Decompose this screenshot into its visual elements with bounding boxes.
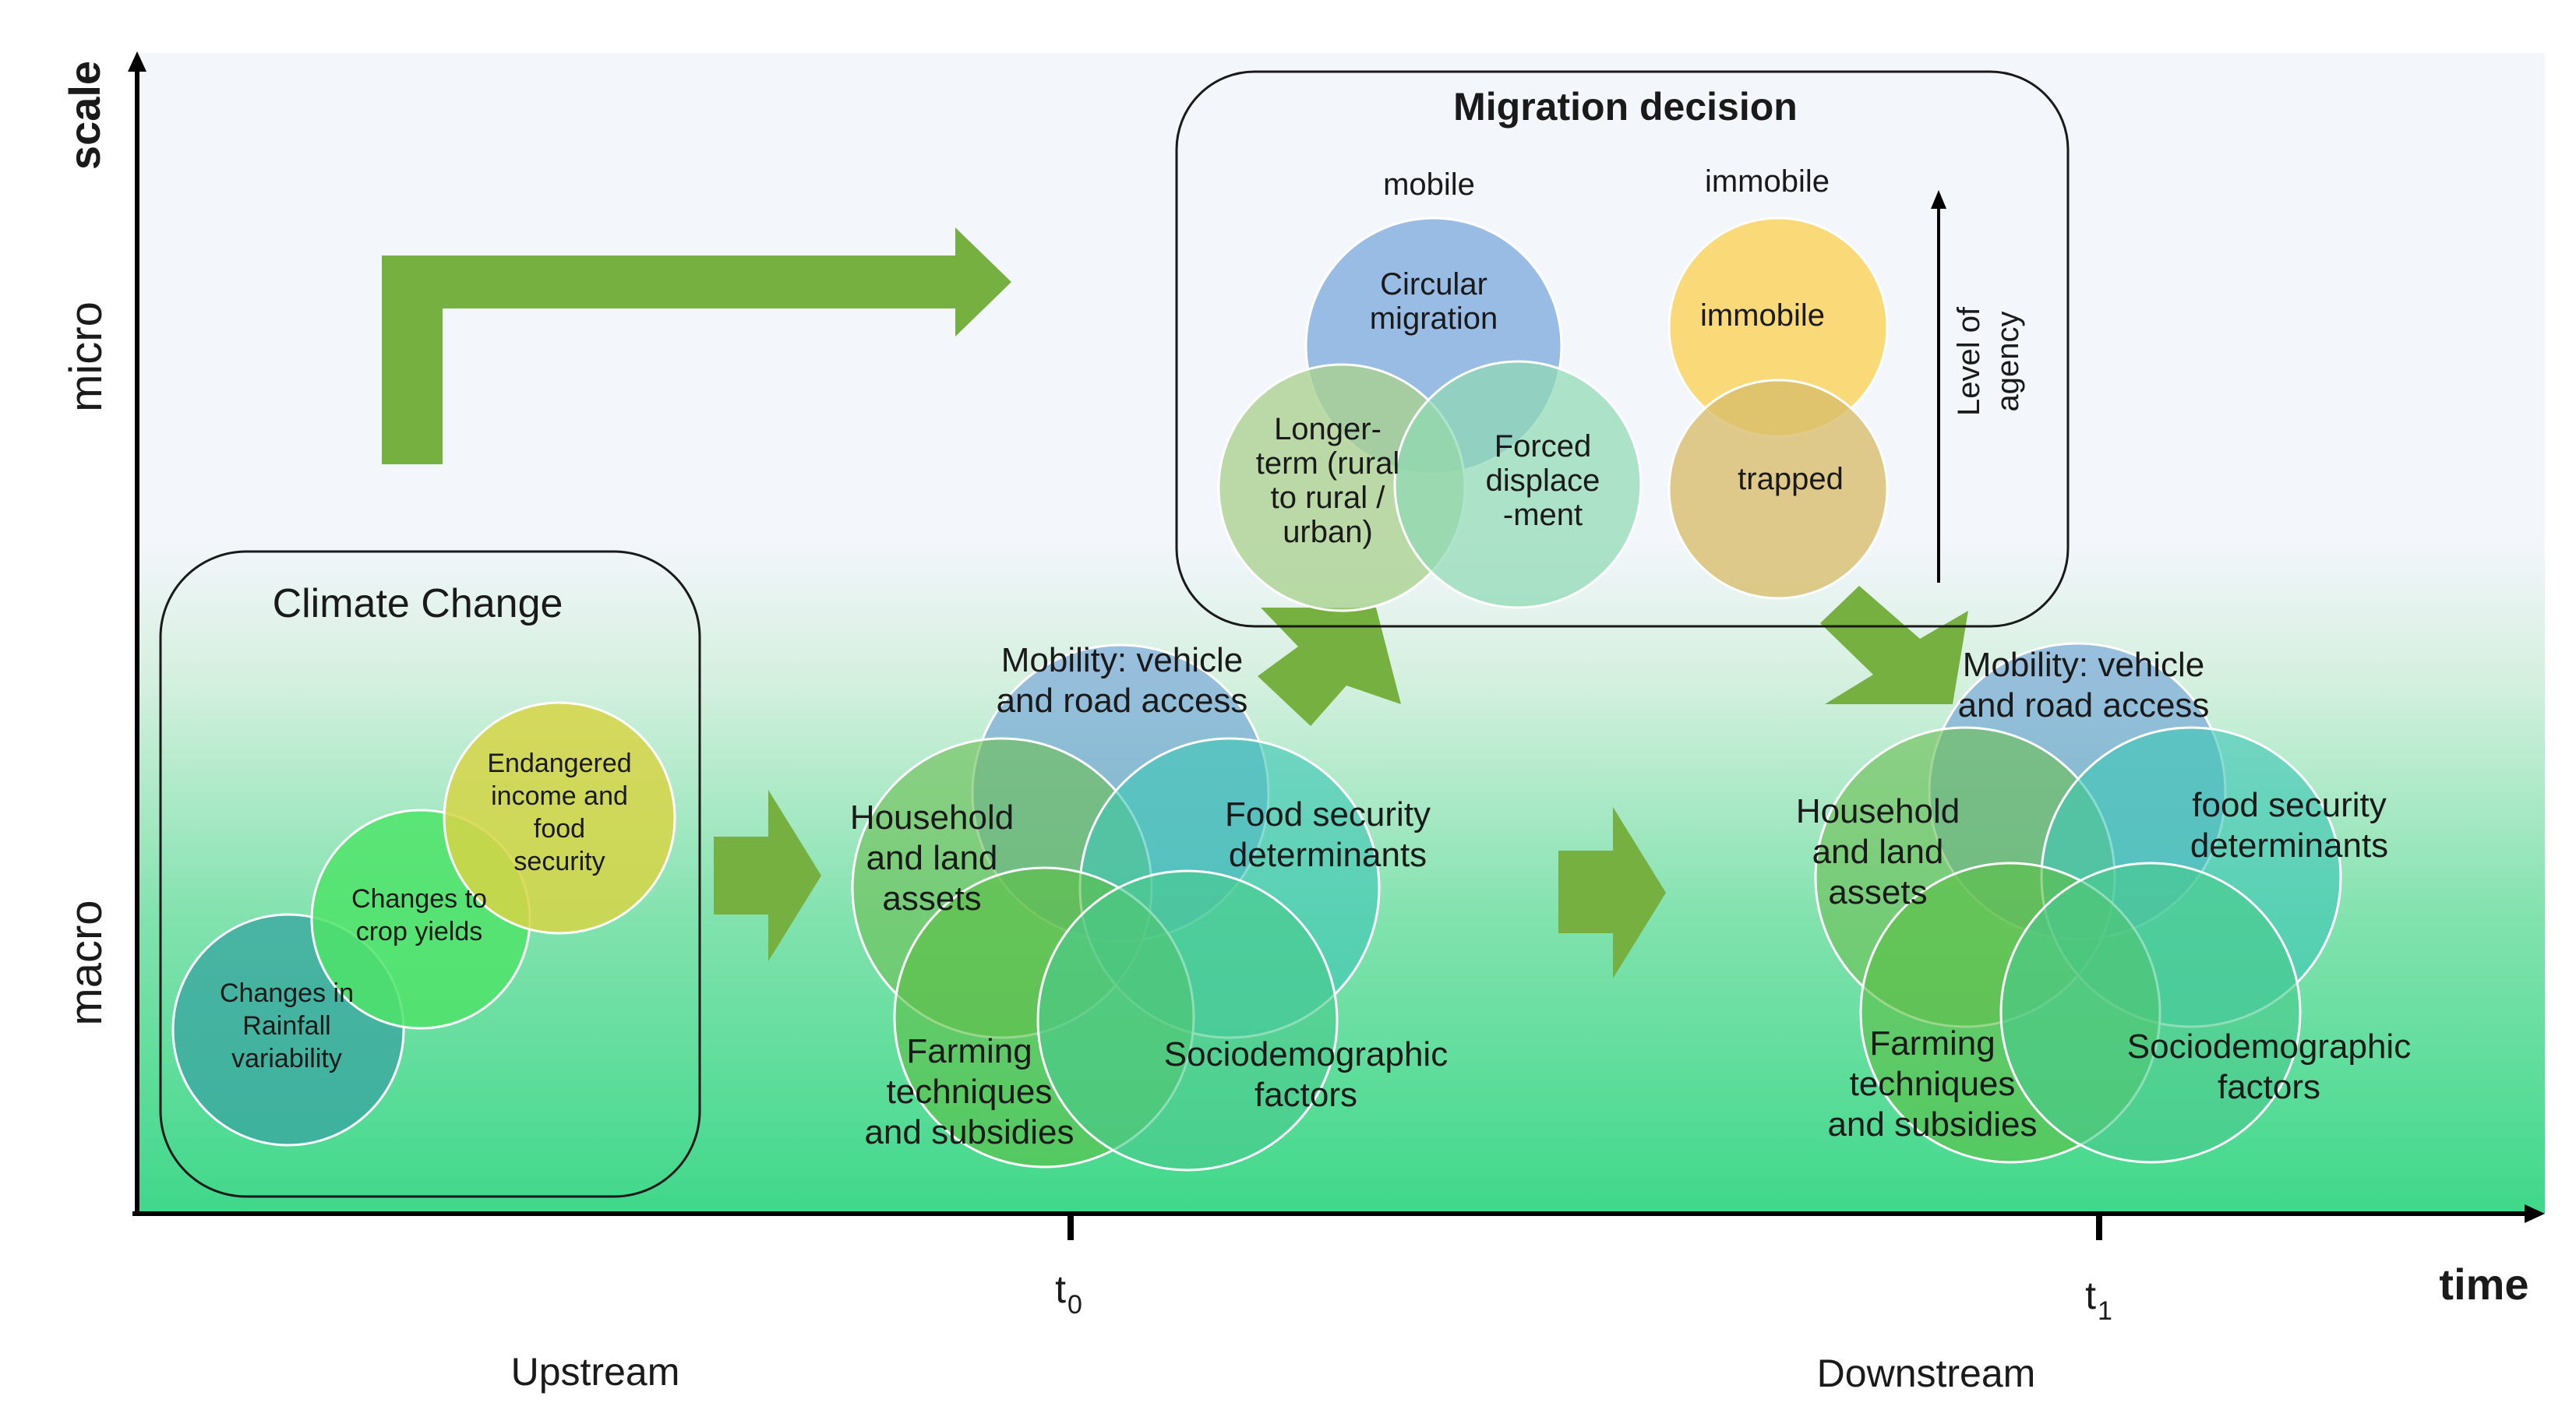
svg-text:Level of: Level of bbox=[1952, 306, 1986, 416]
y-axis-arrowhead bbox=[128, 51, 146, 72]
phase-downstream: Downstream bbox=[1817, 1352, 2036, 1395]
svg-text:0: 0 bbox=[1067, 1290, 1082, 1320]
svg-text:t: t bbox=[2085, 1274, 2096, 1317]
agency-label: Level of agency bbox=[1952, 306, 2025, 416]
immobile-circles: immobile trapped bbox=[1667, 217, 1889, 600]
immobile-label-1: immobile bbox=[1700, 298, 1825, 333]
climate-change-title: Climate Change bbox=[273, 581, 563, 626]
t0-circle-5 bbox=[1036, 869, 1339, 1172]
arrow-climate-to-t0 bbox=[714, 790, 821, 961]
immobile-label: immobile bbox=[1705, 164, 1830, 199]
mobile-label: mobile bbox=[1383, 167, 1475, 202]
arrow-t0-to-t1 bbox=[1558, 807, 1666, 978]
climate-circle-3 bbox=[443, 701, 676, 935]
migration-title: Migration decision bbox=[1453, 85, 1798, 129]
arrow-migration-to-t1 bbox=[1820, 586, 1968, 704]
tick-label-t1: t 1 bbox=[2085, 1274, 2112, 1326]
immobile-circle-2 bbox=[1667, 379, 1889, 600]
t1-circle-5 bbox=[1999, 862, 2302, 1164]
svg-text:t: t bbox=[1055, 1267, 1066, 1311]
arrow-t0-to-migration bbox=[1258, 608, 1401, 726]
y-axis-title: scale bbox=[60, 61, 109, 170]
tick-label-t0: t 0 bbox=[1055, 1267, 1082, 1320]
agency-arrowhead bbox=[1931, 190, 1946, 209]
y-level-macro: macro bbox=[61, 900, 111, 1025]
svg-text:1: 1 bbox=[2098, 1296, 2112, 1326]
svg-text:agency: agency bbox=[1991, 312, 2025, 412]
migration-decision-box: Migration decision mobile immobile Circu… bbox=[1175, 70, 2070, 628]
x-axis-title: time bbox=[2439, 1260, 2528, 1309]
x-axis-arrowhead bbox=[2525, 1204, 2545, 1223]
y-level-micro: micro bbox=[61, 301, 111, 412]
axes bbox=[128, 51, 2545, 1240]
immobile-label-2: trapped bbox=[1738, 462, 1844, 496]
upward-turn-arrow bbox=[382, 227, 1011, 464]
mobile-circle-3 bbox=[1393, 360, 1643, 609]
phase-upstream: Upstream bbox=[511, 1350, 680, 1394]
